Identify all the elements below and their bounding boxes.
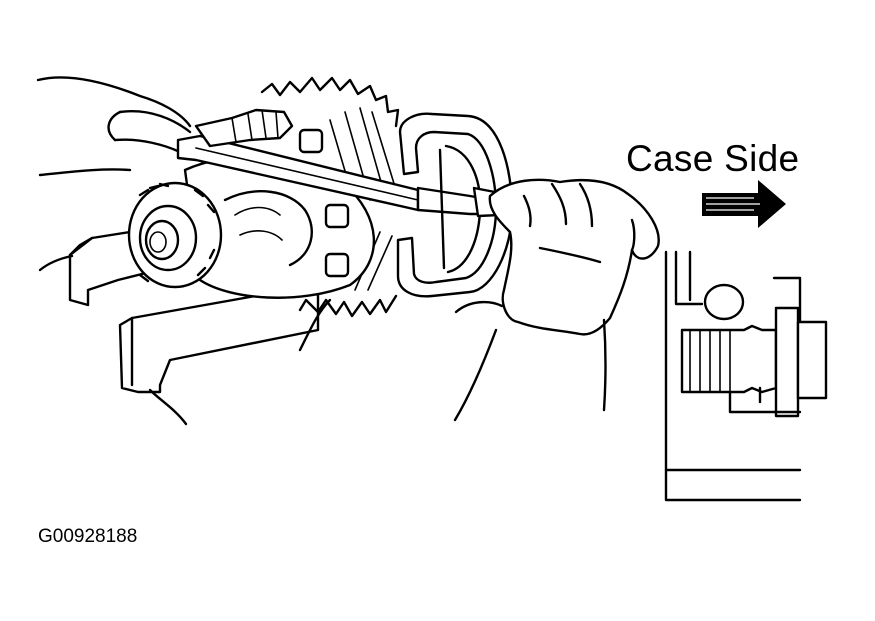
- left-hand: [36, 76, 192, 272]
- right-hand: [488, 178, 660, 336]
- bolt-top: [298, 128, 324, 154]
- figure-id: G00928188: [38, 526, 138, 547]
- inset-detail: [664, 250, 828, 502]
- arrow-right-icon: [702, 180, 786, 228]
- case-side-label: Case Side: [626, 138, 800, 179]
- side-bearing: [127, 181, 223, 289]
- ring-gear: [260, 76, 400, 318]
- forearms: [148, 298, 607, 426]
- bolt-middle: [324, 203, 350, 229]
- micrometer-tool: [176, 108, 494, 216]
- inset-washer: [774, 306, 800, 418]
- differential-case: [183, 128, 375, 299]
- bolt-lower: [324, 252, 350, 278]
- circle-highlight-icon: [703, 283, 745, 321]
